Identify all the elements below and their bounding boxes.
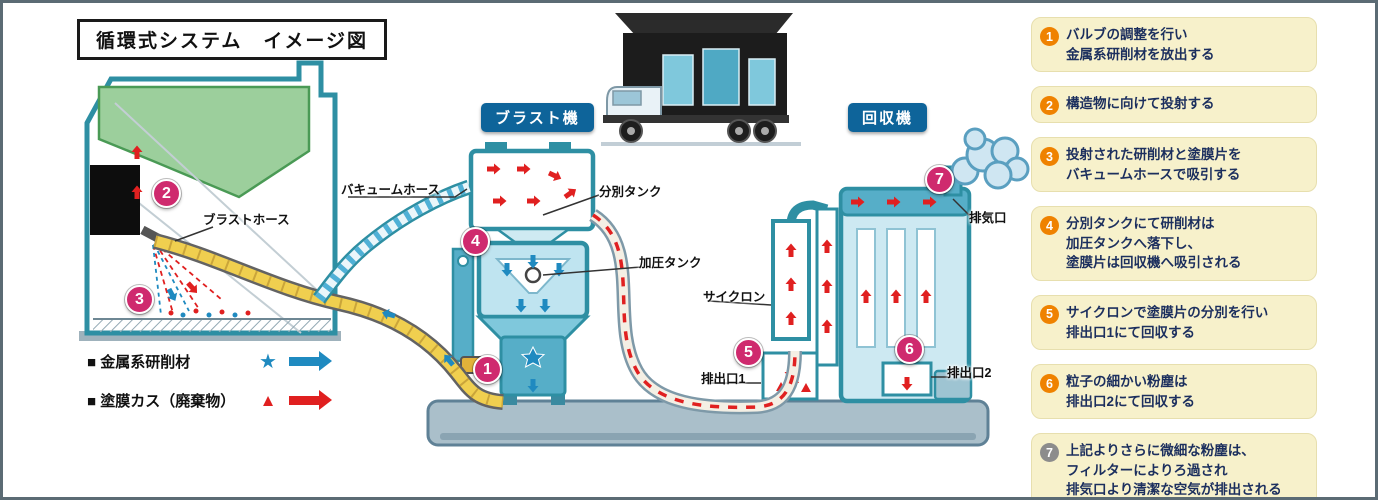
step-number-2: 2 [1040,96,1059,116]
step-text-2: 構造物に向けて投射する [1066,96,1215,112]
vacuum-hose-graphic [313,179,472,304]
step-item-4: 4 分別タンクにて研削材は 加圧タンクへ落下し、 塗膜片は回収機へ吸引される [1031,206,1317,281]
diagram-marker-7: 7 [925,165,954,194]
spray-blue [152,243,190,316]
step-item-7: 7 上記よりさらに微細な粉塵は、 フィルターによりろ過され 排気口より清潔な空気… [1031,433,1317,498]
legend-label-waste: ■ 塗膜カス（廃棄物） [87,393,236,410]
diagram-marker-2: 2 [152,179,181,208]
label-outlet-2: 排出口2 [947,366,992,380]
label-cyclone: サイクロン [703,290,766,304]
step-number-1: 1 [1040,27,1059,46]
blast-hose-graphic [153,233,504,410]
label-pressure-tank: 加圧タンク [639,256,702,270]
label-outlet-1: 排出口1 [701,372,746,386]
step-number-3: 3 [1040,147,1059,167]
base-platform [426,399,990,447]
diagram-marker-3: 3 [125,285,154,314]
recovery-machine-badge: 回収機 [848,103,928,132]
blast-machine-badge: ブラスト機 [481,103,594,132]
structure-cross-section [79,60,341,341]
step-number-7: 7 [1040,443,1059,463]
truck [601,13,801,146]
waste-triangle-icon: ▲ [259,391,277,410]
blast-machine [451,142,596,405]
abrasive-flow-arrow-icon [289,351,332,371]
legend: ■ 金属系研削材 ★ ■ 塗膜カス（廃棄物） ▲ [87,351,333,411]
instruction-steps: 1 バルブの調整を行い 金属系研削材を放出する 2 構造物に向けて投射する 3 … [1031,17,1317,498]
steam-cloud [950,127,1030,190]
step-text-1: バルブの調整を行い 金属系研削材を放出する [1066,27,1215,62]
step-number-6: 6 [1040,374,1059,394]
diagram-marker-1: 1 [473,355,502,384]
floor-particles [168,308,251,318]
label-exhaust-port: 排気口 [969,211,1007,225]
step-text-5: サイクロンで塗膜片の分別を行い 排出口1にて回収する [1066,304,1269,340]
abrasive-star-icon: ★ [259,350,277,373]
diagram-marker-5: 5 [734,338,763,367]
legend-item-waste: ■ 塗膜カス（廃棄物） ▲ [87,390,333,411]
legend-item-abrasive: ■ 金属系研削材 ★ [87,351,333,372]
label-vacuum-hose: バキュームホース [341,183,441,197]
waste-flow-arrow-icon [289,390,332,410]
step-item-6: 6 粒子の細かい粉塵は 排出口2にて回収する [1031,364,1317,420]
step-item-3: 3 投射された研削材と塗膜片を バキュームホースで吸引する [1031,137,1317,193]
abrasive-star-mark [520,345,546,368]
step-item-1: 1 バルブの調整を行い 金属系研削材を放出する [1031,17,1317,73]
label-blast-hose: ブラストホース [203,213,290,227]
step-item-2: 2 構造物に向けて投射する [1031,86,1317,124]
step-text-7: 上記よりさらに微細な粉塵は、 フィルターによりろ過され 排気口より清潔な空気が排… [1066,443,1282,498]
transfer-hose-graphic [588,209,802,415]
step-text-6: 粒子の細かい粉塵は 排出口2にて回収する [1066,374,1196,409]
system-diagram-art [79,13,1030,447]
step-item-5: 5 サイクロンで塗膜片の分別を行い 排出口1にて回収する [1031,294,1317,351]
leader-lines [174,188,976,384]
diagram-marker-6: 6 [895,335,924,364]
spray-red [152,242,222,314]
recovery-machine [761,127,1030,404]
legend-label-abrasive: ■ 金属系研削材 [87,354,191,371]
step-text-4: 分別タンクにて研削材は 加圧タンクへ落下し、 塗膜片は回収機へ吸引される [1066,216,1242,271]
step-number-5: 5 [1040,304,1059,324]
label-separation-tank: 分別タンク [599,185,662,199]
diagram-marker-4: 4 [461,227,490,256]
page-title: 循環式システム イメージ図 [77,19,388,60]
step-number-4: 4 [1040,216,1059,236]
step-text-3: 投射された研削材と塗膜片を バキュームホースで吸引する [1066,147,1242,182]
